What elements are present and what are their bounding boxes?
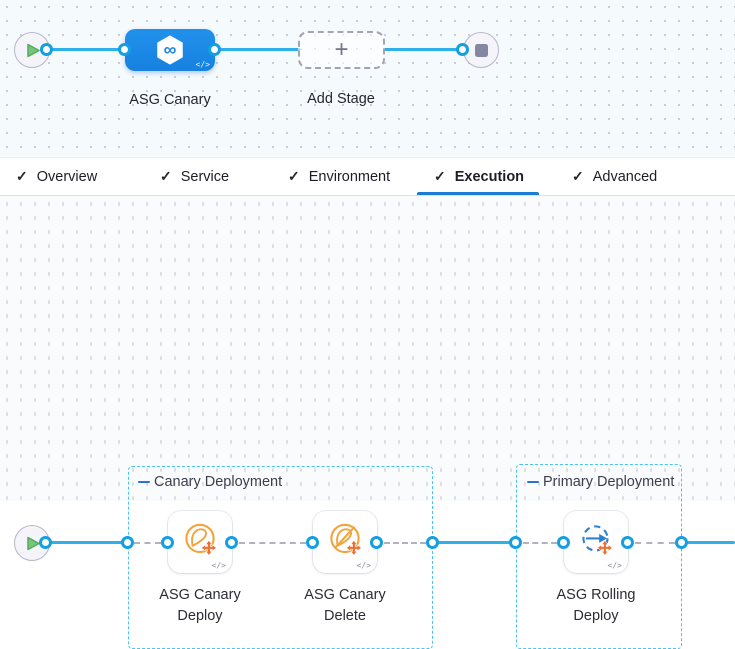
- tab-label: Service: [180, 168, 230, 185]
- tab-advanced[interactable]: ✓ Advanced: [572, 158, 657, 195]
- connector-port[interactable]: [161, 536, 174, 549]
- connector-port[interactable]: [208, 43, 221, 56]
- connector-port[interactable]: [509, 536, 522, 549]
- code-icon: </>: [195, 60, 210, 69]
- stage-label: ASG Canary: [129, 92, 211, 108]
- connector-port[interactable]: [118, 43, 131, 56]
- tab-execution[interactable]: ✓ Execution: [434, 158, 524, 195]
- add-stage-label: Add Stage: [307, 91, 375, 107]
- connector-line: [383, 48, 463, 51]
- step-label-asg-rolling-deploy: ASG Rolling Deploy: [556, 587, 636, 624]
- tab-label: Environment: [308, 168, 391, 185]
- stage-node-asg-canary[interactable]: ∞ </>: [125, 29, 215, 71]
- connector-port[interactable]: [39, 536, 52, 549]
- check-icon: ✓: [572, 168, 584, 184]
- check-icon: ✓: [16, 168, 28, 184]
- step-node-asg-canary-deploy[interactable]: </>: [168, 511, 232, 573]
- group-label-text: Primary Deployment: [543, 474, 675, 490]
- connector-line: [215, 48, 300, 51]
- group-label-canary-deployment[interactable]: Canary Deployment: [138, 474, 282, 490]
- check-icon: ✓: [160, 168, 172, 184]
- tab-environment[interactable]: ✓ Environment: [288, 158, 390, 195]
- connector-line: [681, 541, 735, 544]
- group-label-primary-deployment[interactable]: Primary Deployment: [527, 474, 674, 490]
- connector-port[interactable]: [557, 536, 570, 549]
- tab-overview[interactable]: ✓ Overview: [16, 158, 97, 195]
- connector-port[interactable]: [456, 43, 469, 56]
- stage-tabs: ✓ Overview ✓ Service ✓ Environment ✓ Exe…: [0, 157, 735, 196]
- connector-line: [46, 541, 128, 544]
- execution-canvas[interactable]: Canary Deployment Primary Deployment </>: [0, 196, 735, 649]
- stage-canvas[interactable]: ∞ </> + ASG Canary Add Stage: [0, 0, 735, 157]
- tab-service[interactable]: ✓ Service: [160, 158, 229, 195]
- check-icon: ✓: [288, 168, 300, 184]
- code-icon: </>: [356, 561, 371, 570]
- connector-port[interactable]: [306, 536, 319, 549]
- group-label-text: Canary Deployment: [154, 474, 283, 490]
- collapse-icon: [527, 480, 539, 484]
- code-icon: </>: [607, 561, 622, 570]
- collapse-icon: [138, 480, 150, 484]
- connector-line: [432, 541, 517, 544]
- connector-port[interactable]: [370, 536, 383, 549]
- connector-line: [47, 48, 125, 51]
- stop-icon: [474, 43, 488, 57]
- connector-port[interactable]: [225, 536, 238, 549]
- step-node-asg-canary-delete[interactable]: </>: [313, 511, 377, 573]
- tab-label: Overview: [36, 168, 98, 185]
- connector-port[interactable]: [121, 536, 134, 549]
- step-node-asg-rolling-deploy[interactable]: </>: [564, 511, 628, 573]
- tab-label: Advanced: [592, 168, 658, 185]
- infinity-glyph: ∞: [164, 40, 177, 60]
- asg-rolling-deploy-icon: [582, 525, 613, 556]
- code-icon: </>: [211, 561, 226, 570]
- connector-port[interactable]: [40, 43, 53, 56]
- tab-label: Execution: [454, 168, 525, 185]
- active-tab-underline: [417, 192, 539, 195]
- plus-icon: +: [334, 36, 349, 63]
- pipeline-end-node[interactable]: [463, 32, 499, 68]
- connector-port[interactable]: [426, 536, 439, 549]
- check-icon: ✓: [434, 168, 446, 184]
- add-stage-button[interactable]: +: [298, 31, 385, 69]
- step-label-asg-canary-delete: ASG Canary Delete: [304, 587, 386, 624]
- connector-port[interactable]: [675, 536, 688, 549]
- asg-canary-deploy-icon: [185, 523, 217, 556]
- step-label-asg-canary-deploy: ASG Canary Deploy: [159, 587, 241, 624]
- connector-port[interactable]: [621, 536, 634, 549]
- harness-stage-icon: ∞: [157, 35, 183, 65]
- play-icon: [27, 43, 40, 57]
- asg-canary-delete-icon: [330, 523, 362, 556]
